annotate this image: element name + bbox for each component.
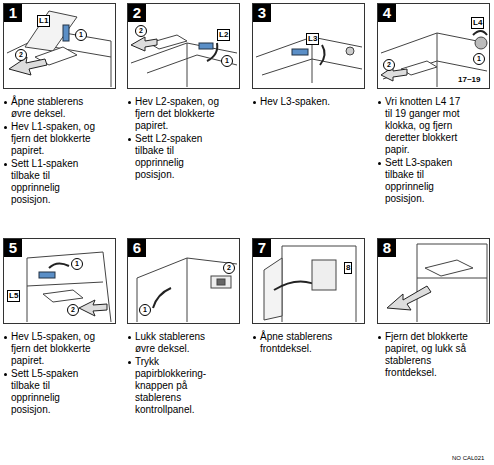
step-number: 1 [4, 4, 22, 22]
step-8-art [387, 244, 487, 322]
step-panel: 1Åpne stablerens øvre deksel.Hev L1-spak… [3, 3, 116, 207]
step-number: 4 [378, 4, 396, 22]
instruction-text: Sett L2-spaken tilbake til opprinnelig p… [127, 133, 219, 181]
illustration-frame: 8 [377, 238, 490, 324]
callout-number: 2 [67, 304, 79, 316]
instruction-text: Sett L1-spaken tilbake til opprinnelig p… [3, 158, 95, 206]
step-number: 3 [253, 4, 271, 22]
callout-number: 2 [223, 262, 235, 274]
lift-arrow [320, 45, 325, 65]
step-2-art [131, 35, 237, 87]
instruction-list: Lukk stablerens øvre deksel.Trykk papirb… [127, 331, 219, 416]
illustration-frame: 1 [3, 3, 116, 89]
part-name: 8 [344, 262, 352, 274]
callout-number: 1 [473, 53, 485, 65]
part-name: L1 [37, 15, 50, 27]
instruction-list: Åpne stablerens øvre deksel.Hev L1-spake… [3, 96, 95, 206]
stacker-body [282, 246, 356, 322]
instruction-text: Hev L5-spaken, og fjern det blokkerte pa… [3, 331, 95, 367]
step-6-art [137, 258, 237, 322]
instruction-list: Hev L2-spaken, og fjern det blokkerte pa… [127, 96, 219, 181]
part-name: L5 [7, 290, 20, 302]
illustration-frame: 7 [252, 238, 365, 324]
instruction-text: Hev L2-spaken, og fjern det blokkerte pa… [127, 96, 219, 132]
stacker-body [381, 33, 487, 87]
instruction-text: Sett L3-spaken tilbake til opprinnelig p… [377, 157, 469, 205]
callout-number: 2 [383, 59, 395, 71]
instruction-text: Åpne stablerens øvre deksel. [3, 96, 95, 120]
lever [39, 272, 55, 278]
instruction-list: Vri knotten L4 17 til 19 ganger mot klok… [377, 96, 469, 205]
lift-arrow [207, 43, 217, 61]
instruction-list: Hev L3-spaken. [252, 96, 344, 108]
open-cover [25, 11, 77, 51]
step-panel: 8Fjern det blokkerte papiret, og lukk så… [377, 238, 490, 380]
callout-number: 1 [71, 258, 83, 270]
instruction-list: Hev L5-spaken, og fjern det blokkerte pa… [3, 331, 95, 416]
step-number: 8 [378, 239, 396, 257]
instruction-text: Fjern det blokkerte papiret, og lukk så … [377, 331, 469, 379]
step-panel: 3Hev L3-spaken. [252, 3, 365, 109]
stacker-body [417, 244, 487, 322]
step-number: 7 [253, 239, 271, 257]
instruction-text: Vri knotten L4 17 til 19 ganger mot klok… [377, 96, 469, 156]
illustration-frame: 2 [127, 3, 240, 89]
turn-count: 17~19 [457, 75, 481, 85]
callout-number: 2 [15, 49, 27, 61]
step-number: 2 [128, 4, 146, 22]
step-number: 5 [4, 239, 22, 257]
stacker-body [131, 43, 237, 87]
stacker-body [137, 258, 237, 322]
illustration-frame: 5 [3, 238, 116, 324]
instruction-text: Hev L3-spaken. [252, 96, 344, 108]
instruction-text: Lukk stablerens øvre deksel. [127, 331, 219, 355]
part-name: L3 [306, 33, 319, 45]
callout-number: 1 [75, 29, 87, 41]
instruction-text: Sett L5-spaken tilbake til opprinnelig p… [3, 368, 95, 416]
step-1-art [7, 11, 111, 87]
step-panel: 4Vri knotten L4 17 til 19 ganger mot klo… [377, 3, 490, 206]
instruction-text: Trykk papirblokkering-knappen på stabler… [127, 356, 219, 416]
instruction-list: Åpne stablerens frontdeksel. [252, 331, 344, 355]
illustration-frame: 3 [252, 3, 365, 89]
pull-arrow [9, 57, 47, 75]
front-door [264, 258, 282, 320]
instruction-list: Fjern det blokkerte papiret, og lukk så … [377, 331, 469, 379]
stacker-body [27, 252, 111, 322]
callout-number: 1 [221, 55, 233, 67]
instruction-text: Åpne stablerens frontdeksel. [252, 331, 344, 355]
turn-arrow [473, 31, 487, 35]
step-7-art [264, 246, 356, 322]
instruction-text: Hev L1-spaken, og fjern det blokkerte pa… [3, 121, 95, 157]
lever [63, 25, 69, 41]
lever [199, 43, 213, 49]
step-4-art [381, 31, 487, 87]
step-panel: 5Hev L5-spaken, og fjern det blokkerte p… [3, 238, 116, 417]
step-number: 6 [128, 239, 146, 257]
knob-L4 [475, 37, 487, 49]
part-name: L2 [217, 29, 230, 41]
pull-arrow [387, 286, 431, 310]
step-5-art [27, 252, 111, 322]
pull-arrow [131, 37, 157, 51]
paper [43, 290, 83, 302]
pull-arrow [79, 300, 107, 316]
step-panel: 7Åpne stablerens frontdeksel. [252, 238, 365, 356]
callout-number: 2 [135, 25, 147, 37]
control-panel [211, 276, 231, 288]
lever [292, 49, 308, 55]
callout-number: 1 [139, 304, 151, 316]
part-name: L4 [471, 17, 484, 29]
jam-button [217, 279, 225, 285]
paper [425, 260, 473, 276]
lift-arrow [49, 263, 69, 268]
figure-code: NO CAL021 [452, 455, 484, 462]
close-arrow [153, 288, 171, 308]
knob [346, 47, 354, 55]
inner-unit [312, 260, 336, 290]
